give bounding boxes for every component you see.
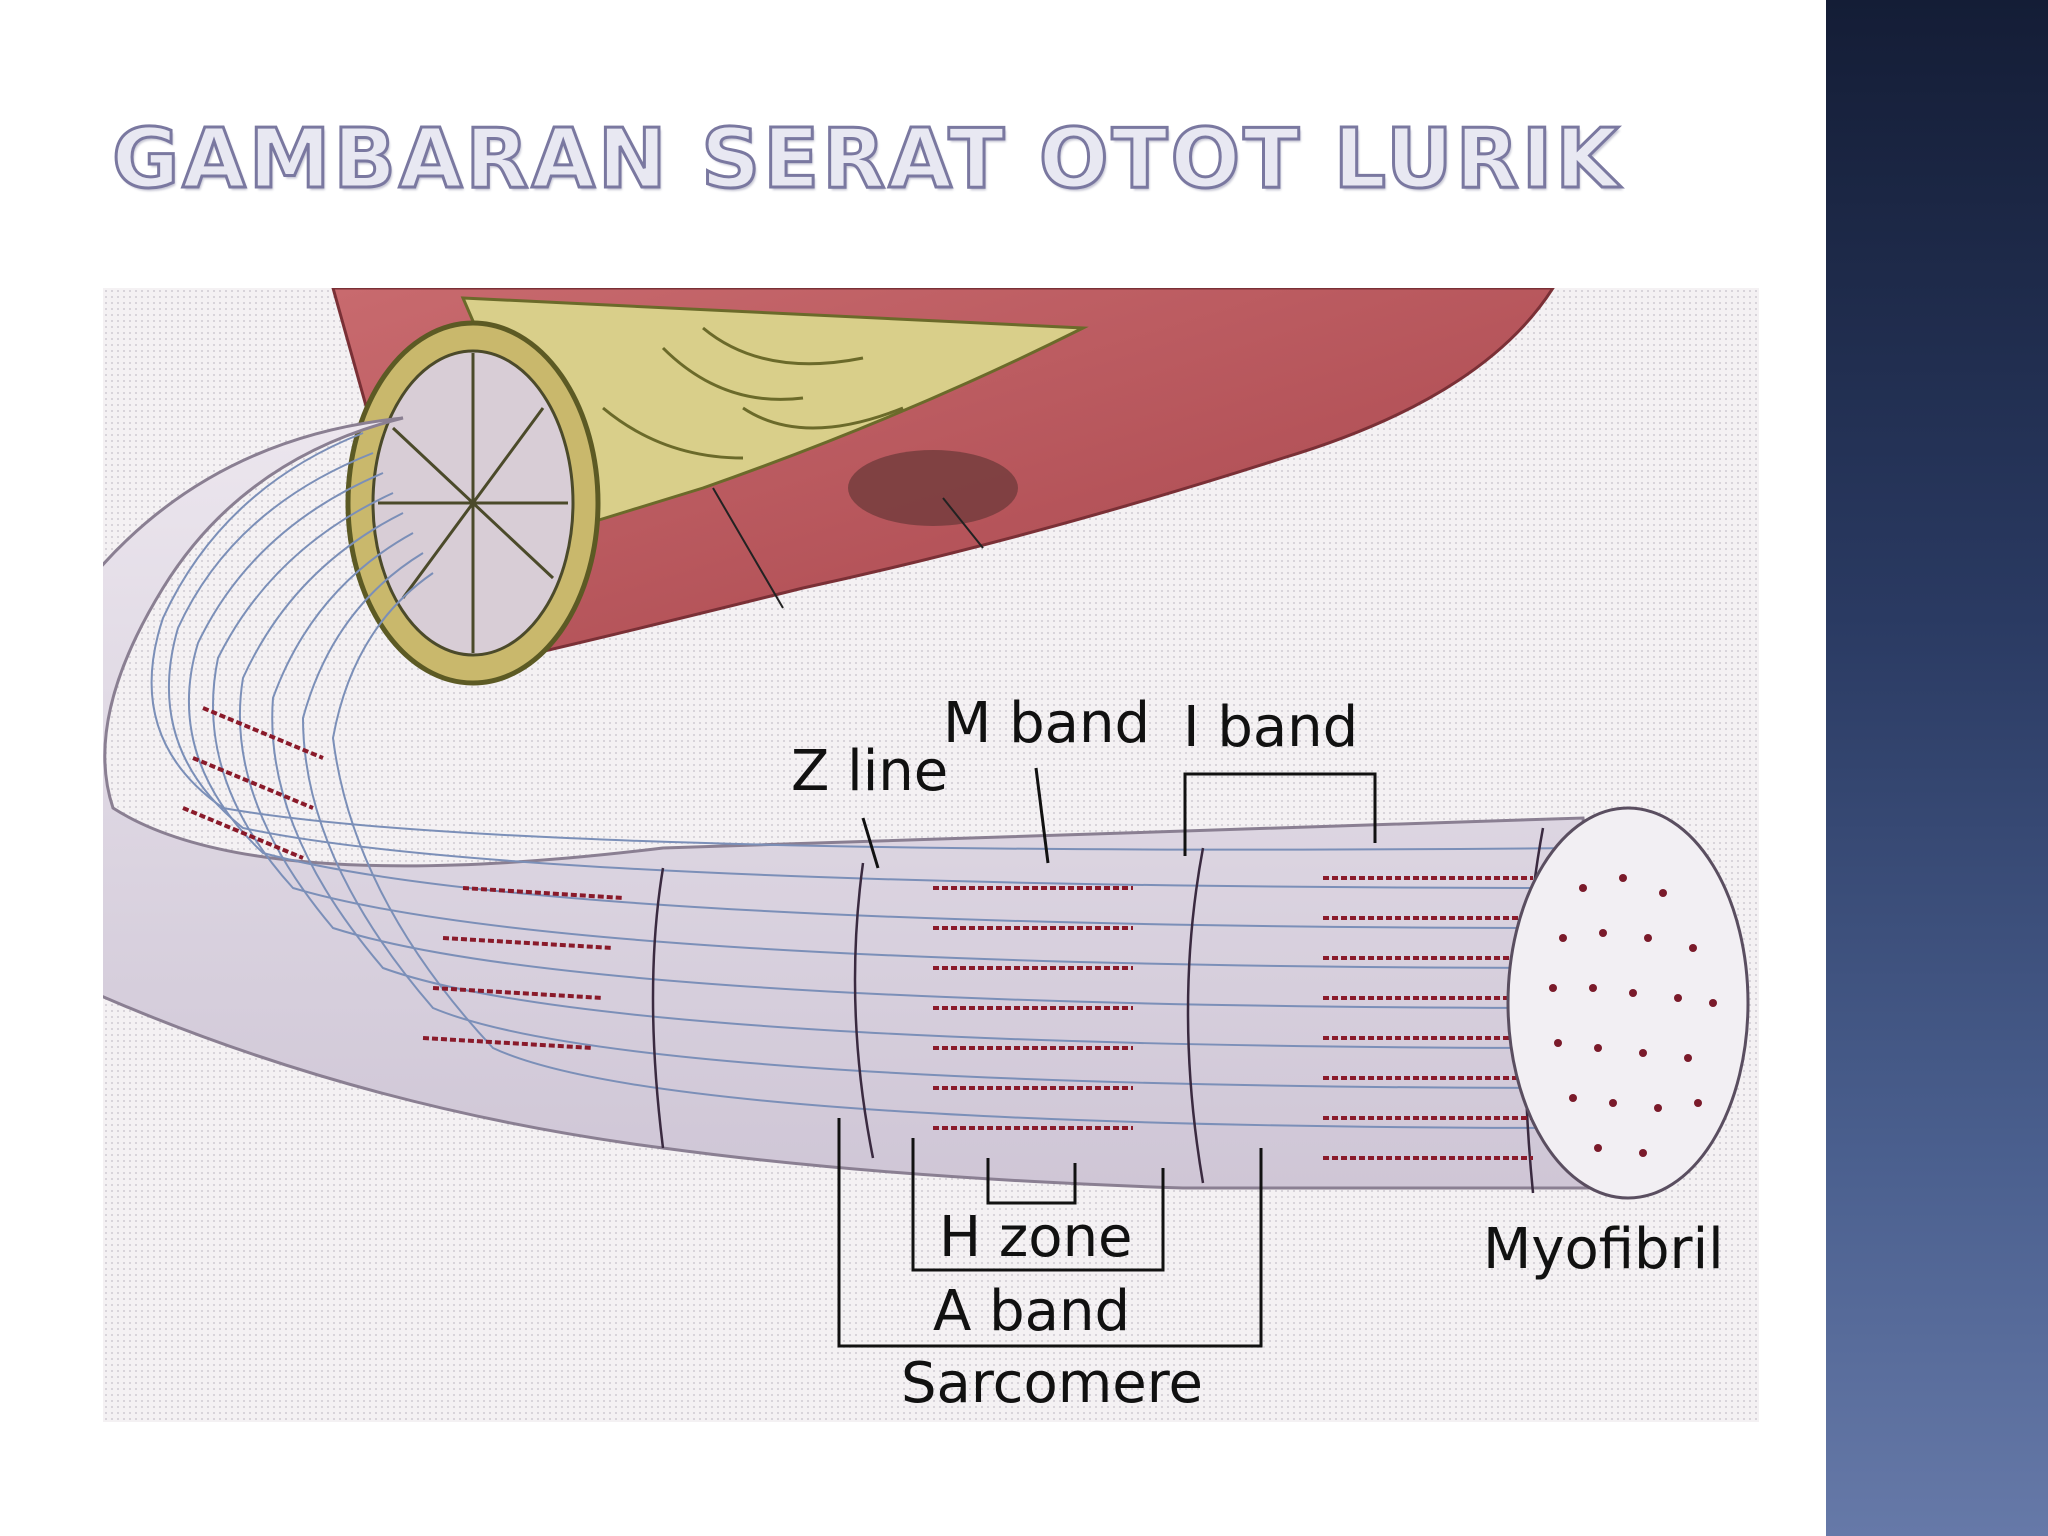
label-z-line: Z line xyxy=(791,739,949,804)
end-cap-dots xyxy=(1549,874,1717,1157)
reticulum-network xyxy=(602,326,904,460)
diagram-artwork xyxy=(103,288,1750,1348)
label-i-band: I band xyxy=(1183,695,1359,760)
decorative-side-panel xyxy=(1826,0,2048,1536)
thick-filaments xyxy=(182,706,1533,1160)
label-myofibril: Myofibril xyxy=(1483,1217,1724,1282)
label-a-band: A band xyxy=(933,1279,1131,1344)
nucleus xyxy=(848,450,1018,526)
label-sarcomere: Sarcomere xyxy=(901,1351,1203,1416)
myofibril-end-cap xyxy=(1506,806,1750,1200)
slide: GAMBARAN SERAT OTOT LURIK xyxy=(103,110,1759,1422)
z-lines xyxy=(651,827,1545,1194)
label-h-zone: H zone xyxy=(939,1205,1133,1270)
myofibril-tube xyxy=(103,416,1615,1190)
slide-title: GAMBARAN SERAT OTOT LURIK xyxy=(111,111,1622,209)
label-pointers xyxy=(837,767,1377,1348)
label-m-band: M band xyxy=(943,691,1151,756)
striated-muscle-fiber-diagram: M band I band Z line H zone A band Sarco… xyxy=(103,288,1759,1422)
myofilament-lines xyxy=(150,432,1584,1129)
